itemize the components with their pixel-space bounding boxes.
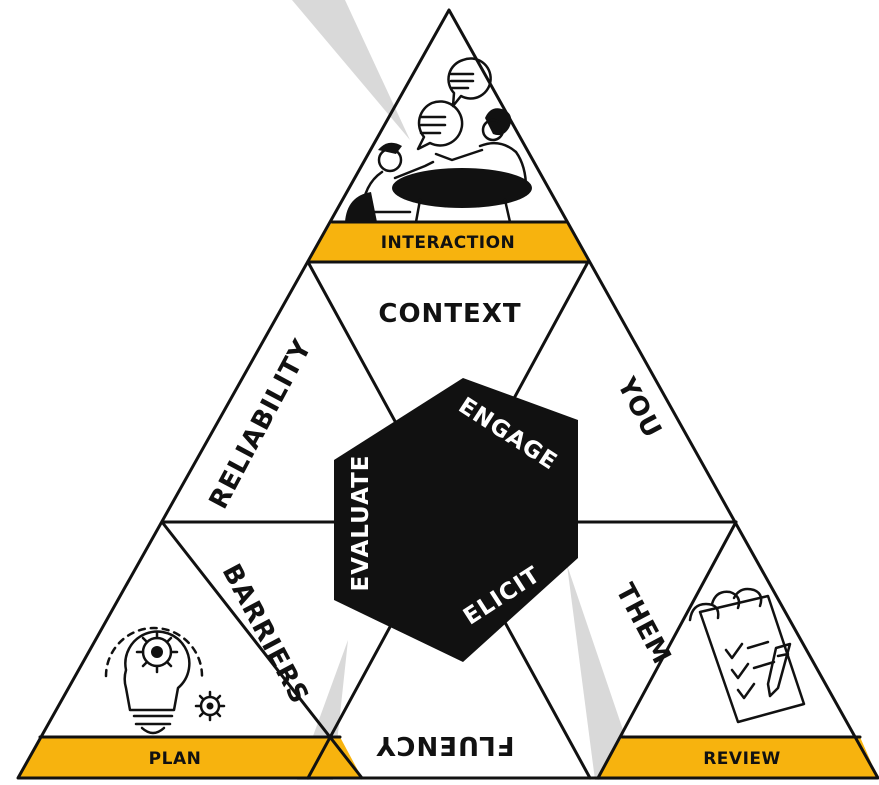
label-review: REVIEW (703, 749, 781, 769)
conversation-illustration (345, 57, 532, 224)
interaction-band (308, 222, 588, 262)
label-evaluate: EVALUATE (348, 455, 374, 592)
plan-band (18, 737, 362, 778)
label-reliability: RELIABILITY (204, 334, 319, 514)
label-barriers: BARRIERS (216, 559, 315, 709)
center-hexagon (334, 378, 578, 662)
lightbulb-gears-icon (104, 626, 226, 735)
notepad-checklist-icon (688, 587, 806, 724)
accent-bands (18, 222, 878, 778)
pointer-bottom-right (567, 565, 640, 780)
label-context: CONTEXT (378, 299, 521, 329)
pointer-top (292, 0, 410, 140)
label-interaction: INTERACTION (381, 233, 516, 253)
review-band (598, 737, 878, 778)
label-them: THEM (609, 579, 676, 670)
label-fluency: FLUENCY (375, 730, 514, 760)
label-plan: PLAN (149, 749, 202, 769)
triangle-structure (16, 8, 879, 780)
